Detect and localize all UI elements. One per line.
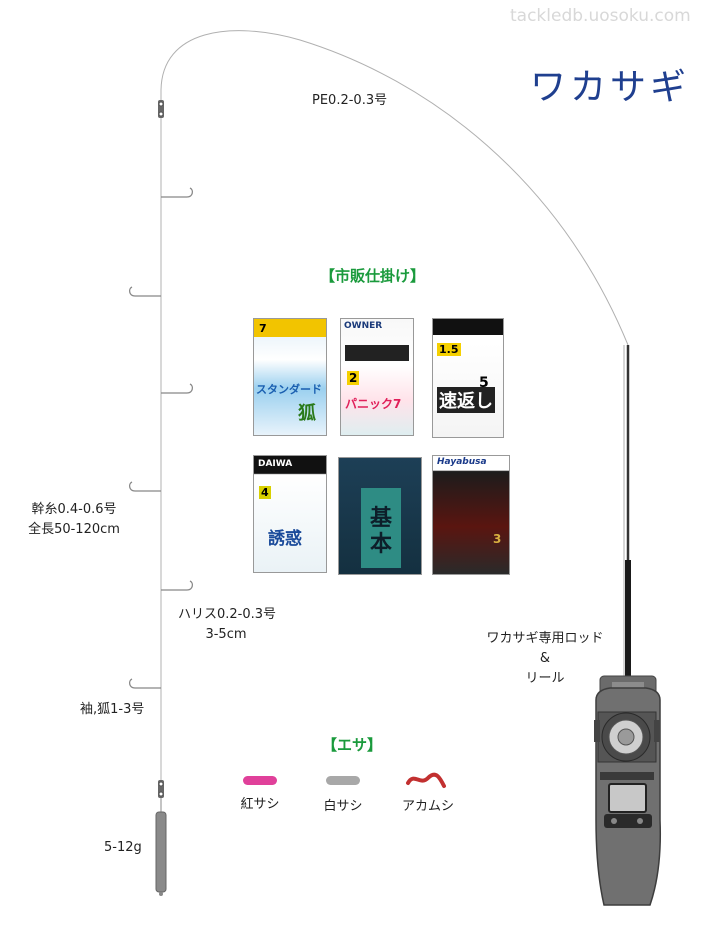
harisu-label: ハリス0.2-0.3号 3-5cm xyxy=(178,605,277,645)
bait-akamushi-label: アカムシ xyxy=(401,799,454,814)
bait-akamushi-icon xyxy=(406,772,446,788)
rig-package: OWNER 2 パニック7 xyxy=(340,318,414,436)
ampersand-label: & xyxy=(539,651,551,666)
bait-beni-sashi-icon xyxy=(243,776,277,785)
harisu-length: 3-5cm xyxy=(205,627,247,642)
main-line xyxy=(160,30,629,346)
rig-package: 基本 xyxy=(338,457,422,575)
sinker-label: 5-12g xyxy=(104,840,142,855)
reel-label: リール xyxy=(525,671,565,686)
package-badge: 7 xyxy=(259,322,267,335)
rig-package: 7 スタンダード 狐 xyxy=(253,318,327,436)
hook-icon xyxy=(128,286,161,297)
package-size: 3 xyxy=(493,532,502,546)
mikiito-spec: 幹糸0.4-0.6号 xyxy=(31,502,117,517)
rig-package: 1.5 5 速返し xyxy=(432,318,504,438)
main-line-label: PE0.2-0.3号 xyxy=(312,93,388,108)
mikiito-label: 幹糸0.4-0.6号 全長50-120cm xyxy=(26,500,122,540)
package-badge: 5 xyxy=(479,375,489,391)
rod-icon xyxy=(623,345,631,700)
package-size: 2 xyxy=(347,371,360,385)
hook-icon xyxy=(161,187,194,198)
sinker-icon xyxy=(155,798,167,896)
rig-package: Hayabusa 3 xyxy=(432,455,510,575)
bait-beni-sashi-label: 紅サシ xyxy=(240,797,280,812)
bait-heading: 【エサ】 xyxy=(322,736,383,754)
rig-package: DAIWA 4 誘惑 xyxy=(253,455,327,573)
hook-icon xyxy=(161,383,194,394)
package-brand: DAIWA xyxy=(258,459,293,469)
reel-icon xyxy=(594,675,662,906)
package-size: 4 xyxy=(259,486,271,499)
hook-icon xyxy=(161,580,194,591)
bait-shiro-sashi-label: 白サシ xyxy=(323,799,363,814)
package-title: 速返し xyxy=(437,387,495,413)
package-title: スタンダード xyxy=(256,383,322,396)
package-title: パニック7 xyxy=(345,397,402,411)
mikiito-length: 全長50-120cm xyxy=(28,522,120,537)
page-title: ワカサギ xyxy=(530,67,691,108)
package-size: 1.5 xyxy=(437,343,461,356)
harisu-spec: ハリス0.2-0.3号 xyxy=(178,607,277,622)
hook-icon xyxy=(128,481,161,492)
bait-shiro-sashi-icon xyxy=(326,776,360,785)
watermark: tackledb.uosoku.com xyxy=(510,6,691,26)
hook-icon xyxy=(128,678,161,689)
package-title: 誘惑 xyxy=(268,529,302,549)
package-brand: OWNER xyxy=(344,321,383,331)
top-swivel-icon xyxy=(158,100,164,118)
package-brand: Hayabusa xyxy=(437,457,487,467)
rod-reel-label: ワカサギ専用ロッド & リール xyxy=(475,629,615,689)
bottom-swivel-icon xyxy=(158,780,164,798)
package-title: 基本 xyxy=(369,506,392,557)
package-subtitle: 狐 xyxy=(298,403,316,424)
hook-label: 袖,狐1-3号 xyxy=(80,702,145,717)
rigs-heading: 【市販仕掛け】 xyxy=(320,267,426,285)
branch-hooks xyxy=(128,187,194,689)
rod-label: ワカサギ専用ロッド xyxy=(486,631,604,646)
